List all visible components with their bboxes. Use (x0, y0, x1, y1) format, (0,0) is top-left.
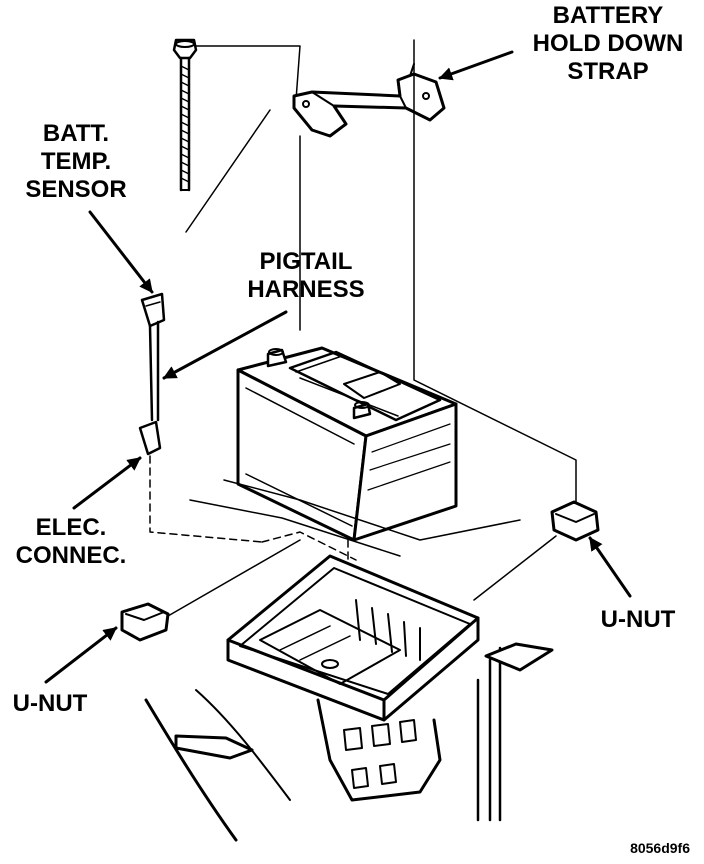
fender-outline (195, 689, 291, 801)
hold-down-bolt (172, 38, 198, 192)
projection-line (185, 109, 271, 233)
battery-tray (226, 554, 480, 802)
harness-arrow (162, 310, 288, 380)
projection-line (195, 45, 301, 101)
temp-sensor-harness (138, 292, 166, 456)
side-rail (476, 646, 502, 822)
label-line: TEMP. (40, 148, 112, 175)
label-line: U-NUT (600, 606, 676, 633)
projection-line (473, 535, 557, 601)
label-line: ELEC. (35, 514, 107, 541)
dashed-wire-route (149, 455, 357, 561)
u-nut-left-arrow (44, 626, 118, 684)
u-nut-left-part (120, 602, 170, 642)
label-line: BATTERY (552, 2, 664, 29)
label-u-nut-left: U-NUT (0, 690, 100, 718)
battery (236, 346, 458, 542)
projection-line (413, 39, 577, 505)
label-line: SENSOR (25, 176, 127, 203)
label-line: HOLD DOWN (532, 30, 684, 57)
strap-arrow (438, 50, 514, 81)
fender-outline (223, 479, 521, 541)
hold-down-strap (292, 63, 446, 138)
label-batt-temp-sensor: BATT. TEMP. SENSOR (6, 120, 146, 204)
label-line: U-NUT (12, 690, 88, 717)
projection-line (167, 539, 301, 617)
connector-arrow (72, 456, 142, 510)
label-line: CONNEC. (15, 542, 127, 569)
label-line: HARNESS (247, 276, 365, 303)
fender-outline (144, 698, 238, 842)
fender-outline (189, 499, 401, 557)
label-elec-connector: ELEC. CONNEC. (2, 514, 140, 570)
side-rail (484, 642, 554, 672)
fender-outline (174, 734, 254, 760)
label-u-nut-right: U-NUT (588, 606, 688, 634)
u-nut-right-arrow (588, 536, 632, 598)
label-line: BATT. (42, 120, 110, 147)
figure-code: 8056d9f6 (630, 840, 690, 856)
label-line: PIGTAIL (259, 248, 353, 275)
u-nut-right-part (550, 500, 600, 542)
label-line: STRAP (567, 58, 649, 85)
sensor-arrow (88, 210, 154, 294)
label-pigtail-harness: PIGTAIL HARNESS (226, 248, 386, 304)
label-battery-hold-down-strap: BATTERY HOLD DOWN STRAP (510, 2, 704, 86)
